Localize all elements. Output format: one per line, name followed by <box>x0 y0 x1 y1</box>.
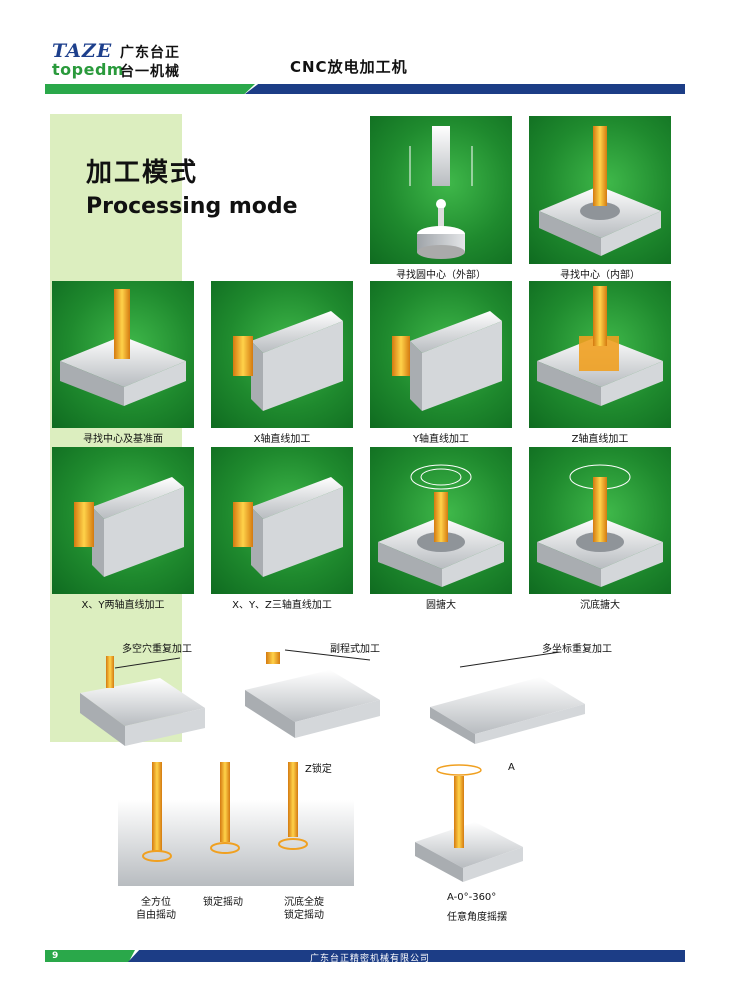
label-axis-a: A <box>508 762 515 773</box>
label-angle-swing: 任意角度摇摆 <box>447 912 507 923</box>
panel-caption: X、Y、Z三轴直线加工 <box>232 600 332 611</box>
side-panel <box>50 114 182 742</box>
logo-cn-bottom: 台一机械 <box>120 64 180 80</box>
panel-find-center-inner <box>529 116 671 264</box>
label-multi-coord: 多坐标重复加工 <box>542 644 612 655</box>
illustration-multi-cavity <box>80 648 205 748</box>
panel-caption: Z轴直线加工 <box>571 434 629 445</box>
illustration-angle-swing <box>415 762 525 884</box>
panel-xy-axis <box>52 447 194 594</box>
label-lock-swing: 锁定摇动 <box>203 897 243 908</box>
footer-green-bar <box>45 950 135 962</box>
panel-xyz-axis <box>211 447 353 594</box>
page-title: CNC放电加工机 <box>290 58 408 76</box>
panel-caption: X轴直线加工 <box>253 434 311 445</box>
panel-find-center-datum <box>52 281 194 428</box>
label-multi-cavity: 多空穴重复加工 <box>122 644 192 655</box>
illustration-copy-mode <box>240 640 385 740</box>
panel-sink-bore <box>529 447 671 594</box>
logo-topedm: topedm <box>52 60 125 79</box>
illustration-multi-coord <box>430 651 585 744</box>
panel-y-axis <box>370 281 512 428</box>
label-sink-1: 沉底全旋 <box>284 897 324 908</box>
panel-circle-bore <box>370 447 512 594</box>
panel-caption: 寻找中心及基准面 <box>83 434 163 445</box>
panel-caption: 寻找中心（内部） <box>560 270 640 281</box>
logo-cn-top: 广东台正 <box>120 45 180 61</box>
panel-x-axis <box>211 281 353 428</box>
label-omni-2: 自由摇动 <box>136 910 176 921</box>
panel-z-axis <box>529 281 671 428</box>
panel-find-circle-outer <box>370 116 512 264</box>
logo-taze: TAZE <box>52 40 113 62</box>
footer-company: 广东台正精密机械有限公司 <box>310 954 431 964</box>
page-number: 9 <box>52 951 59 961</box>
header-blue-bar <box>245 84 685 94</box>
illustration-swing-modes <box>118 762 354 892</box>
section-title-en: Processing mode <box>86 194 298 219</box>
panel-caption: 寻找圆中心（外部） <box>396 270 486 281</box>
footer-blue-bar <box>128 950 685 962</box>
header-green-bar <box>45 84 255 94</box>
label-omni-1: 全方位 <box>141 897 171 908</box>
label-z-lock: Z锁定 <box>305 764 332 775</box>
panel-caption: X、Y两轴直线加工 <box>81 600 165 611</box>
label-sink-2: 锁定摇动 <box>284 910 324 921</box>
label-angle-range: A-0°-360° <box>447 892 497 903</box>
panel-caption: 圆搪大 <box>426 600 456 611</box>
section-title-cn: 加工模式 <box>86 158 199 188</box>
label-copy-mode: 副程式加工 <box>330 644 380 655</box>
panel-caption: 沉底搪大 <box>580 600 620 611</box>
panel-caption: Y轴直线加工 <box>412 434 470 445</box>
